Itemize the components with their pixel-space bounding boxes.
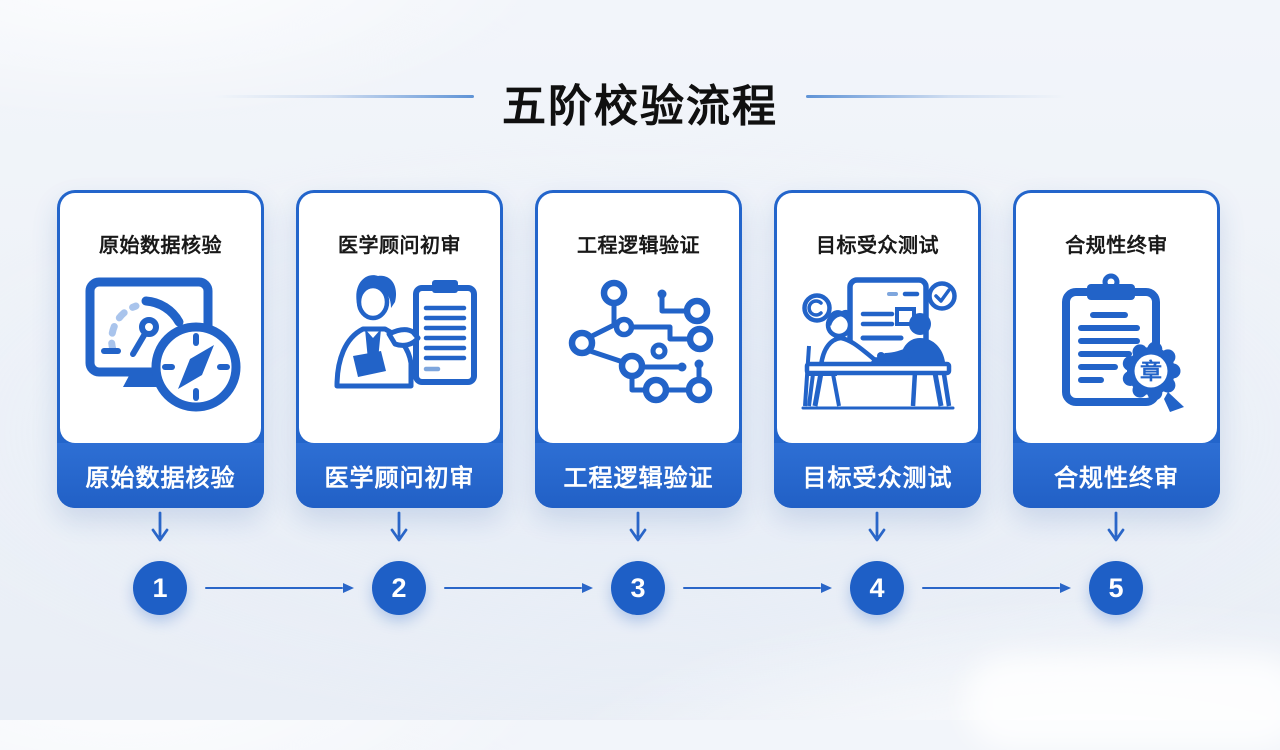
stage-card-3-panel: 工程逻辑验证 bbox=[538, 193, 739, 443]
stage-5-band-label: 合规性终审 bbox=[1013, 443, 1220, 508]
stage-5-title: 合规性终审 bbox=[1065, 235, 1168, 257]
stage-1-band-label: 原始数据核验 bbox=[57, 443, 264, 508]
stage-card-5: 合规性终审 bbox=[1013, 190, 1220, 508]
stage-number-badge-2: 2 bbox=[372, 561, 426, 615]
stage-number-badge-4: 4 bbox=[850, 561, 904, 615]
audience-meeting-icon bbox=[793, 268, 963, 418]
page-title: 五阶校验流程 bbox=[502, 82, 778, 131]
circuit-logic-icon bbox=[554, 268, 724, 418]
flow-arrow-icon-4 bbox=[922, 582, 1071, 594]
stage-card-3: 工程逻辑验证 bbox=[535, 190, 742, 508]
stage-number-badge-5: 5 bbox=[1089, 561, 1143, 615]
stage-card-4-panel: 目标受众测试 bbox=[777, 193, 978, 443]
stage-2-band-label: 医学顾问初审 bbox=[296, 443, 503, 508]
stage-4-band-label: 目标受众测试 bbox=[774, 443, 981, 508]
stage-cards: 原始数据核验 bbox=[57, 190, 1220, 508]
stage-card-5-panel: 合规性终审 bbox=[1016, 193, 1217, 443]
down-arrow-icon-1 bbox=[151, 511, 169, 542]
doctor-clipboard-icon bbox=[315, 268, 485, 418]
stage-2-title: 医学顾问初审 bbox=[338, 235, 461, 257]
monitor-gauge-compass-icon bbox=[76, 268, 246, 418]
stage-4-title: 目标受众测试 bbox=[816, 235, 939, 257]
stage-3-title: 工程逻辑验证 bbox=[577, 235, 700, 257]
stage-card-2-panel: 医学顾问初审 bbox=[299, 193, 500, 443]
down-arrow-icon-4 bbox=[868, 511, 886, 542]
stage-1-title: 原始数据核验 bbox=[99, 235, 222, 257]
background-cloud bbox=[964, 655, 1280, 750]
flow-arrow-icon-1 bbox=[205, 582, 354, 594]
stage-card-4: 目标受众测试 bbox=[774, 190, 981, 508]
clipboard-seal-icon: 章 bbox=[1032, 268, 1202, 418]
down-arrow-icon-3 bbox=[629, 511, 647, 542]
down-arrow-icon-2 bbox=[390, 511, 408, 542]
stage-3-band-label: 工程逻辑验证 bbox=[535, 443, 742, 508]
stage-number-badge-3: 3 bbox=[611, 561, 665, 615]
flow-arrow-icon-2 bbox=[444, 582, 593, 594]
title-decor-line-left bbox=[214, 95, 474, 98]
down-arrow-icon-5 bbox=[1107, 511, 1125, 542]
stage-card-2: 医学顾问初审 bbox=[296, 190, 503, 508]
stage-number-badge-1: 1 bbox=[133, 561, 187, 615]
title-decor-line-right bbox=[806, 95, 1066, 98]
seal-character: 章 bbox=[1139, 359, 1161, 384]
flow-arrow-icon-3 bbox=[683, 582, 832, 594]
stage-card-1: 原始数据核验 bbox=[57, 190, 264, 508]
stage-card-1-panel: 原始数据核验 bbox=[60, 193, 261, 443]
